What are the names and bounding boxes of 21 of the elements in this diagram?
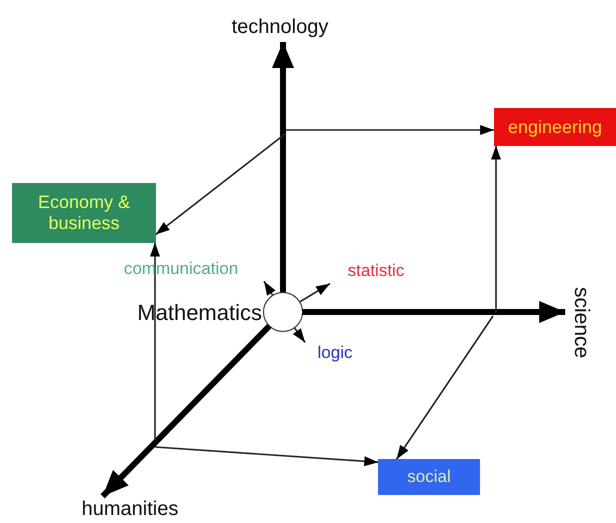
- arrow: [154, 446, 378, 466]
- arrow: [150, 242, 160, 440]
- axis-arrow: [100, 324, 272, 498]
- axis-arrow: [302, 301, 566, 323]
- arrow: [300, 282, 330, 302]
- axis-label: humanities: [45, 496, 215, 523]
- arrow: [285, 125, 494, 135]
- arrow: [155, 133, 286, 236]
- arrow: [292, 328, 306, 343]
- category-label: Economy & business: [12, 183, 156, 243]
- axis-label: science: [565, 268, 597, 378]
- axis-arrow: [272, 42, 294, 292]
- branch-label: logic: [305, 340, 365, 366]
- category-label: social: [378, 459, 480, 495]
- arrow: [396, 316, 494, 460]
- arrow: [263, 280, 276, 296]
- branch-label: statistic: [330, 258, 422, 284]
- origin-circle: [263, 292, 303, 332]
- category-label: engineering: [494, 108, 616, 146]
- axis-label: technology: [205, 12, 355, 42]
- arrow: [491, 146, 501, 313]
